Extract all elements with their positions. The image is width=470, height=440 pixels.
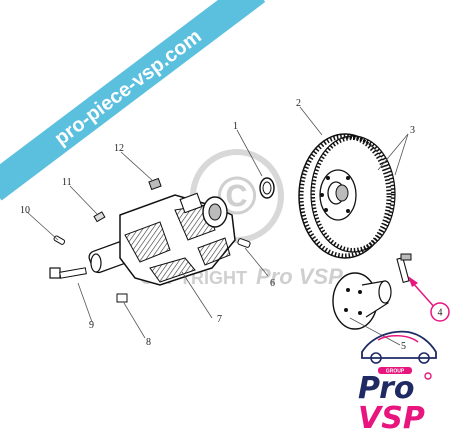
crankshaft — [88, 192, 236, 286]
site-banner-text: pro-piece-vsp.com — [50, 25, 205, 150]
callout-12: 12 — [114, 143, 124, 154]
callout-8: 8 — [146, 337, 151, 348]
callout-10: 10 — [20, 205, 30, 216]
car-silhouette-icon — [361, 330, 437, 364]
leader-lines — [26, 106, 409, 346]
callout-1: 1 — [233, 121, 238, 132]
callout-9: 9 — [89, 320, 94, 331]
bolt-9 — [49, 267, 87, 279]
key-12 — [148, 177, 162, 191]
callouts: 1 2 3 4 5 6 7 8 9 10 11 12 — [20, 98, 450, 352]
key-8 — [116, 293, 128, 303]
logo-line1: Pro — [358, 371, 414, 406]
callout-4-circle — [430, 302, 450, 322]
callout-6: 6 — [270, 278, 275, 289]
pin-10 — [53, 235, 66, 245]
callout-4: 4 — [438, 308, 443, 319]
logo-line2: VSP — [358, 401, 425, 436]
leader-line-4 — [408, 276, 437, 310]
bolt-4 — [396, 253, 412, 284]
pin-6 — [237, 238, 251, 248]
callout-2: 2 — [296, 98, 301, 109]
callout-7: 7 — [217, 314, 222, 325]
callout-11: 11 — [62, 177, 72, 188]
callout-5: 5 — [401, 341, 406, 352]
key-11 — [93, 211, 106, 223]
hub — [332, 272, 392, 330]
logo-group-text: GROUP — [386, 369, 405, 375]
callout-3: 3 — [410, 125, 415, 136]
pilot-bearing-ring — [259, 177, 275, 199]
flywheel — [298, 133, 396, 259]
watermark-brand: Pro VSP — [256, 264, 343, 289]
provsp-logo: GROUP Pro VSP — [358, 330, 437, 436]
